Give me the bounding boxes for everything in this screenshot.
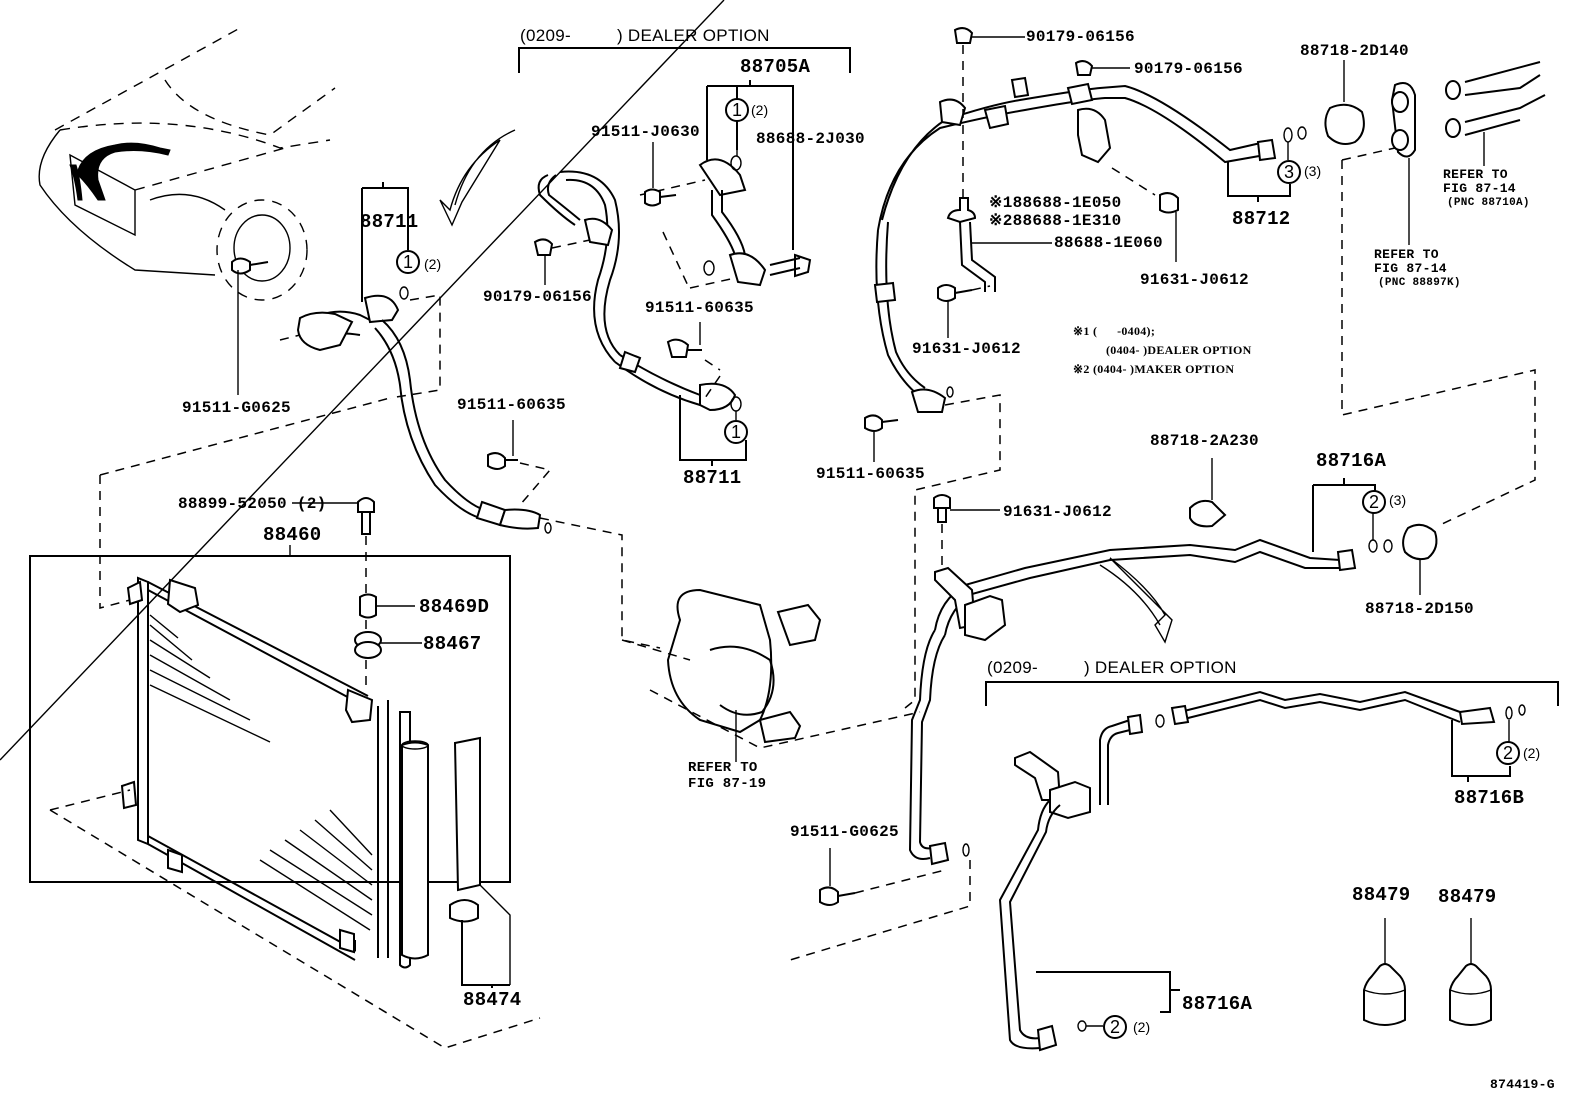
part-label-91511-G0625[interactable]: 91511-G0625 <box>790 823 899 841</box>
dealer-option-header-bottom: (0209- ) DEALER OPTION <box>987 658 1237 677</box>
dealer-option-label: ) DEALER OPTION <box>616 26 770 45</box>
part-label-88474[interactable]: 88474 <box>463 989 522 1011</box>
part-label-88716A[interactable]: 88716A <box>1182 993 1253 1015</box>
note-1: ※1 ( -0404); <box>1073 324 1155 338</box>
part-label-88469D[interactable]: 88469D <box>419 596 490 618</box>
callout-circle-1[interactable]: 1 <box>725 98 749 122</box>
quantity: (2) <box>296 495 327 513</box>
part-label-88705A[interactable]: 88705A <box>740 56 811 78</box>
part-label-88718-2D140[interactable]: 88718-2D140 <box>1300 42 1409 60</box>
reference-line: FIG 87-14 <box>1374 261 1447 276</box>
part-label-88716B[interactable]: 88716B <box>1454 787 1525 809</box>
callout-circle-2[interactable]: 2 <box>1103 1015 1127 1039</box>
figure-code: 874419-G <box>1490 1077 1555 1092</box>
part-label-88467[interactable]: 88467 <box>423 633 482 655</box>
dealer-option-header-top: (0209- ) DEALER OPTION <box>520 26 770 45</box>
reference-line: (PNC 88710A) <box>1447 197 1530 209</box>
part-label-88711[interactable]: 88711 <box>360 211 419 233</box>
part-label-88899-52050[interactable]: 88899-52050 (2) <box>178 495 327 513</box>
cap-parts <box>1363 918 1492 1026</box>
callout-circle-1[interactable]: 1 <box>396 250 420 274</box>
direction-arrow <box>439 129 516 227</box>
part-label-88688-1E050[interactable]: ※188688-1E050 <box>989 194 1122 212</box>
note-text: (0404- )MAKER OPTION <box>1092 362 1235 376</box>
note-text: ( -0404); <box>1092 324 1156 338</box>
reference-line: REFER TO <box>1374 247 1439 262</box>
note-marker: ※1 <box>989 194 1013 212</box>
reference-line: FIG 87-19 <box>688 776 767 792</box>
compressor-sketch <box>0 0 921 762</box>
part-label-88479[interactable]: 88479 <box>1352 884 1411 906</box>
part-label-91511-60635[interactable]: 91511-60635 <box>645 299 754 317</box>
part-label-91511-60635[interactable]: 91511-60635 <box>457 396 566 414</box>
part-number: 88688-1E310 <box>1012 212 1122 230</box>
callout-circle-3[interactable]: 3 <box>1277 160 1301 184</box>
callout-quantity: (3) <box>1389 492 1407 508</box>
part-label-91631-J0612[interactable]: 91631-J0612 <box>912 340 1021 358</box>
part-label-88718-2A230[interactable]: 88718-2A230 <box>1150 432 1259 450</box>
reference-fig-87-19[interactable]: REFER TO FIG 87-19 <box>688 760 766 792</box>
callout-quantity: (2) <box>1523 745 1541 761</box>
callout-circle-2[interactable]: 2 <box>1496 741 1520 765</box>
callout-quantity: (2) <box>751 102 769 118</box>
dealer-option-from: (0209- <box>520 26 571 45</box>
reference-line: (PNC 88897K) <box>1378 277 1461 289</box>
part-label-88718-2D150[interactable]: 88718-2D150 <box>1365 600 1474 618</box>
dealer-option-label: ) DEALER OPTION <box>1083 658 1237 677</box>
callout-circle-2[interactable]: 2 <box>1362 490 1386 514</box>
note-1b: (0404- )DEALER OPTION <box>1106 343 1252 357</box>
part-number: 88899-52050 <box>178 495 287 513</box>
callout-quantity: (2) <box>1133 1019 1151 1035</box>
note-marker: ※2 <box>989 212 1013 230</box>
part-label-88688-1E060[interactable]: 88688-1E060 <box>1054 234 1163 252</box>
reference-line: FIG 87-14 <box>1443 181 1516 196</box>
part-label-88460[interactable]: 88460 <box>263 524 322 546</box>
part-label-88716A[interactable]: 88716A <box>1316 450 1387 472</box>
part-label-88479[interactable]: 88479 <box>1438 886 1497 908</box>
part-label-88688-1E310[interactable]: ※288688-1E310 <box>989 212 1122 230</box>
condenser-assembly-box <box>29 555 511 883</box>
note-marker: ※2 <box>1073 362 1090 376</box>
part-label-91511-60635[interactable]: 91511-60635 <box>816 465 925 483</box>
part-label-91631-J0612[interactable]: 91631-J0612 <box>1003 503 1112 521</box>
reference-line: REFER TO <box>1443 167 1508 182</box>
vehicle-location-sketch <box>38 27 336 301</box>
reference-line: REFER TO <box>688 760 758 776</box>
note-2: ※2 (0404- )MAKER OPTION <box>1073 362 1234 376</box>
callout-circle-1[interactable]: 1 <box>724 420 748 444</box>
part-label-91631-J0612[interactable]: 91631-J0612 <box>1140 271 1249 289</box>
part-label-90179-06156[interactable]: 90179-06156 <box>1134 60 1243 78</box>
part-label-90179-06156[interactable]: 90179-06156 <box>483 288 592 306</box>
part-label-88712[interactable]: 88712 <box>1232 208 1291 230</box>
dealer-option-from: (0209- <box>987 658 1038 677</box>
callout-quantity: (3) <box>1304 163 1322 179</box>
direction-arrow-2 <box>1099 557 1173 644</box>
part-label-88688-2J030[interactable]: 88688-2J030 <box>756 130 865 148</box>
part-label-88711[interactable]: 88711 <box>683 467 742 489</box>
reference-fig-87-14-pnc-88710A[interactable]: REFER TO FIG 87-14 (PNC 88710A) <box>1443 168 1530 210</box>
part-label-91511-G0625[interactable]: 91511-G0625 <box>182 399 291 417</box>
reference-fig-87-14-pnc-88897K[interactable]: REFER TO FIG 87-14 (PNC 88897K) <box>1374 248 1461 290</box>
part-number: 88688-1E050 <box>1012 194 1122 212</box>
part-label-91511-J0630[interactable]: 91511-J0630 <box>591 123 700 141</box>
part-label-90179-06156[interactable]: 90179-06156 <box>1026 28 1135 46</box>
note-marker: ※1 <box>1073 324 1090 338</box>
callout-quantity: (2) <box>424 256 442 272</box>
